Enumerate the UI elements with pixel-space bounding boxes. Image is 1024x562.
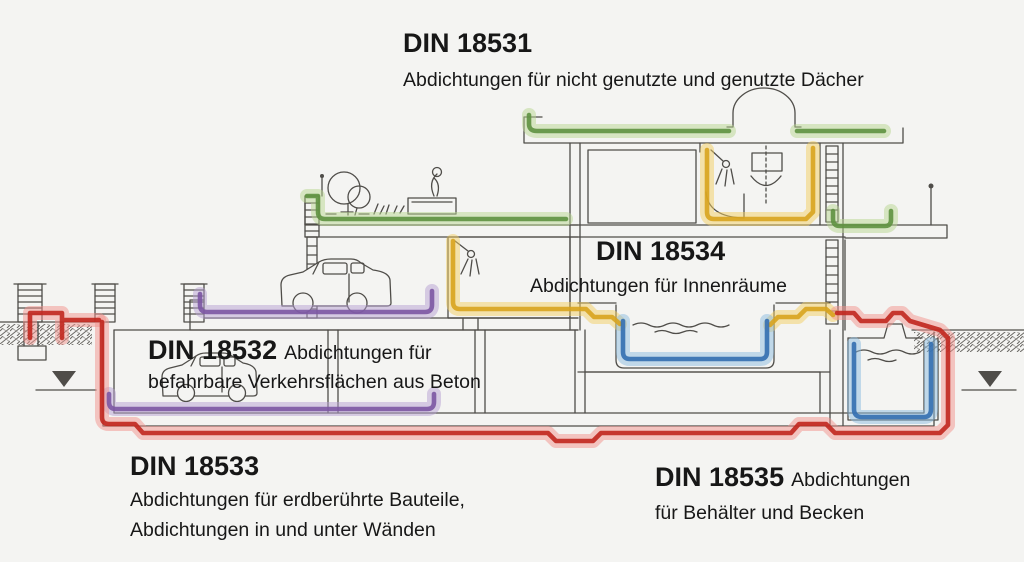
van-sketch-deck bbox=[280, 258, 392, 314]
cistern-icon bbox=[751, 152, 783, 172]
din18535-pool-line bbox=[620, 318, 770, 362]
din18532-subtitle-line1: Abdichtungen für bbox=[284, 342, 432, 364]
din18531-roof-line bbox=[526, 112, 887, 134]
water-surface-sketch bbox=[855, 349, 921, 363]
plants-sketch bbox=[325, 166, 443, 216]
din18534-showerroom-line bbox=[450, 238, 623, 327]
soil-hatch-left bbox=[0, 324, 92, 345]
din18532-title: DIN 18532 bbox=[148, 335, 278, 365]
indoor-pool bbox=[577, 302, 831, 373]
groundwater-level-icon bbox=[35, 371, 97, 391]
din18531-terrace-highlight bbox=[300, 189, 573, 226]
din18532-label: DIN 18532 Abdichtungen für bbox=[148, 335, 432, 366]
planter-box bbox=[407, 197, 457, 215]
din18531-terrace-line bbox=[304, 193, 569, 222]
din18533-subtitle-line1: Abdichtungen für erdberührte Bauteile, bbox=[130, 489, 465, 511]
din18532-basement-deck-line bbox=[106, 391, 437, 412]
railing-post-icon bbox=[928, 183, 934, 189]
din18535-subtitle-line1: Abdichtungen bbox=[791, 469, 911, 491]
din18535-subtitle-line2: für Behälter und Becken bbox=[655, 502, 865, 524]
shower-head-icon bbox=[710, 149, 735, 187]
din18534-bathroom-line bbox=[704, 145, 816, 222]
din18533-shaft-line bbox=[27, 310, 102, 341]
din18531-title: DIN 18531 bbox=[403, 28, 533, 58]
din18535-label: DIN 18535 Abdichtungen bbox=[655, 462, 911, 493]
din18534-pooldeck-line bbox=[767, 306, 836, 328]
din18535-tank-line bbox=[851, 341, 934, 420]
bathroom-fixtures bbox=[705, 145, 783, 219]
din18532-subtitle-line2: befahrbare Verkehrsflächen aus Beton bbox=[148, 371, 481, 393]
din18533-title: DIN 18533 bbox=[130, 451, 260, 481]
din18531-balcony-line bbox=[830, 208, 894, 229]
highlight-cores bbox=[27, 112, 951, 444]
van-sketch-basement bbox=[161, 352, 258, 403]
groundwater-level-icon bbox=[961, 371, 1017, 391]
din18533-subtitle-line2: Abdichtungen in und unter Wänden bbox=[130, 519, 436, 541]
din18532-deck-line bbox=[197, 288, 435, 315]
din18534-title: DIN 18534 bbox=[596, 236, 726, 266]
din18531-roof-highlight bbox=[522, 108, 891, 138]
din18534-subtitle: Abdichtungen für Innenräume bbox=[530, 275, 787, 297]
water-surface-sketch bbox=[632, 322, 730, 335]
din18533-perimeter-line bbox=[99, 310, 951, 444]
railing-post-icon bbox=[320, 174, 324, 178]
din18531-subtitle: Abdichtungen für nicht genutzte und genu… bbox=[403, 69, 864, 91]
din18535-title: DIN 18535 bbox=[655, 462, 785, 492]
dome-skylight bbox=[726, 87, 802, 128]
din18535-pool-highlight bbox=[616, 314, 774, 366]
din18535-tank-highlight bbox=[847, 337, 938, 424]
